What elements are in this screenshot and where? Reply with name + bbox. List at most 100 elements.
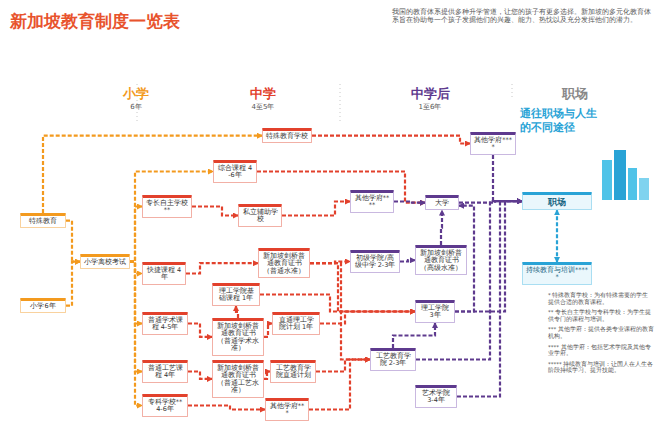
footnote: ***** 持续教育与培训：让国人在人生各阶段持续学习、提升技能。 — [548, 361, 654, 374]
box-text: 理工学院 3年 — [419, 305, 451, 320]
box-text: 其他学府*** — [269, 403, 305, 418]
footnote: **** 其他学府：包括艺术学院及其他专业学府。 — [548, 344, 654, 357]
building — [602, 160, 612, 200]
pathway-arrow — [394, 202, 425, 203]
school-box: 专长自主学校** — [142, 195, 192, 218]
box-text: 理工学院基础课程 1年 — [216, 288, 256, 303]
building — [639, 178, 649, 200]
school-box: 其他学府**** — [470, 132, 516, 155]
school-box: 工艺教育学院直通计划 — [270, 360, 316, 383]
pathway-arrow — [264, 324, 272, 337]
label-text: ** 专长自主学校与专科学校：为学生提供专门的课程与培训。 — [548, 309, 654, 322]
box-text: 工艺教育学院直通计划 — [274, 365, 312, 380]
school-box: 普通工艺课程 4年 — [142, 360, 188, 383]
label-text: 6年 — [106, 103, 166, 112]
box-text: 普通工艺课程 4年 — [146, 365, 184, 380]
box-text: 大学 — [429, 200, 455, 207]
school-box: 大学 — [425, 195, 459, 210]
pathway-arrow — [188, 372, 212, 379]
pathway-arrow — [320, 312, 415, 324]
pathway-arrow — [400, 260, 415, 261]
box-text: 持续教育与培训***** — [526, 267, 588, 282]
pathway-arrow — [130, 207, 142, 262]
footnote: *** 其他学府：提供各类专业课程的教育机构。 — [548, 326, 654, 339]
footnote: * 特殊教育学校：为有特殊需要的学生提供合适的教育课程。 — [548, 292, 654, 305]
school-box: 特殊教育 — [20, 213, 66, 228]
box-text: 普通学术课程 4-5年 — [146, 317, 184, 332]
pathway-arrow — [66, 221, 80, 262]
pathway-arrow — [441, 211, 442, 246]
label-text: *** 其他学府：提供各类专业课程的教育机构。 — [548, 326, 654, 339]
pathway-arrow — [186, 263, 258, 273]
stage-header: 6年 — [106, 103, 166, 112]
box-text: 专科学校** 4-6年 — [146, 399, 184, 414]
title-text: 新加坡教育制度一览表 — [10, 10, 180, 33]
school-box: 理工学院基础课程 1年 — [212, 283, 260, 306]
pathway-arrow — [416, 201, 522, 359]
box-text: 特殊教育学校 — [266, 133, 308, 140]
title: 新加坡教育制度一览表 — [10, 10, 180, 33]
pathway-arrow — [130, 262, 142, 406]
label-text: 职场 — [540, 86, 610, 102]
pathway-arrow — [130, 172, 213, 262]
intro-paragraph: 我国的教育体系提供多种升学管道，让您的孩子有更多选择。新加坡的多元化教育体系旨在… — [392, 8, 654, 24]
skyline-icon — [602, 150, 649, 200]
stage-header: 中学 — [228, 86, 298, 102]
label-text: 4至5年 — [228, 103, 298, 112]
pathway-arrow — [192, 207, 238, 216]
box-text: 其他学府**** — [474, 137, 512, 152]
pathway-arrow — [257, 172, 425, 203]
box-text: 直通理工学院计划 1年 — [276, 317, 316, 332]
school-box: 特殊教育学校 — [262, 128, 312, 143]
school-box: 小学离校考试 — [80, 254, 130, 269]
label-text: * 特殊教育学校：为有特殊需要的学生提供合适的教育课程。 — [548, 292, 654, 305]
label-text: 我国的教育体系提供多种升学管道，让您的孩子有更多选择。新加坡的多元化教育体系旨在… — [392, 8, 654, 24]
school-box: 艺术学院 3-4年 — [415, 385, 457, 408]
school-box: 新加坡剑桥普通教育证书（普通水准） — [258, 248, 310, 278]
school-box: 初级学院/高级中学 2-3年 — [350, 250, 400, 273]
box-text: 私立辅助学校 — [242, 209, 278, 224]
school-box: 其他学府*** — [265, 398, 309, 421]
school-box: 其他学府**** — [350, 190, 394, 213]
building — [614, 150, 626, 200]
school-box: 私立辅助学校 — [238, 204, 282, 227]
school-box: 小学6年 — [20, 298, 66, 313]
school-box: 新加坡剑桥普通教育证书（普通学术水准） — [212, 318, 264, 356]
stage-separators — [137, 84, 512, 122]
label-text: **** 其他学府：包括艺术学院及其他专业学府。 — [548, 344, 654, 357]
stage-header: 职场 — [540, 86, 610, 102]
building — [628, 168, 637, 200]
pathway-arrow — [188, 324, 212, 337]
label-text: 中学 — [228, 86, 298, 102]
box-text: 艺术学院 3-4年 — [419, 390, 453, 405]
stage-header: 小学 — [106, 86, 166, 102]
school-box: 综合课程 4-6年 — [213, 160, 257, 183]
box-text: 专长自主学校** — [146, 200, 188, 215]
pathway-arrow — [260, 295, 415, 312]
footnote: ** 专长自主学校与专科学校：为学生提供专门的课程与培训。 — [548, 309, 654, 322]
box-text: 特殊教育 — [24, 218, 62, 225]
box-text: 工艺教育学院 2-3年 — [374, 353, 412, 368]
box-text: 快捷课程 4年 — [146, 267, 182, 282]
pathway-arrow — [556, 210, 558, 262]
school-box: 专科学校** 4-6年 — [142, 394, 188, 417]
separator-line — [340, 84, 341, 122]
pathway-arrow — [393, 323, 435, 348]
separator-line — [512, 84, 513, 100]
school-box: 快捷课程 4年 — [142, 262, 186, 285]
box-text: 职场 — [526, 197, 588, 207]
school-box: 新加坡剑桥普通教育证书（高级水准） — [415, 245, 467, 275]
box-text: 小学离校考试 — [84, 259, 126, 266]
label-text: ***** 持续教育与培训：让国人在人生各阶段持续学习、提升技能。 — [548, 361, 654, 374]
school-box: 持续教育与培训***** — [522, 262, 592, 285]
stage-header: 中学后 — [390, 86, 470, 102]
pathway-arrow — [312, 136, 470, 144]
box-text: 新加坡剑桥普通教育证书（普通水准） — [262, 253, 306, 275]
pathway-arrow — [282, 202, 350, 216]
pathway-arrow — [188, 406, 265, 410]
label-text: 通往职场与人生的不同途径 — [520, 107, 598, 135]
pathway-arrow — [309, 360, 370, 410]
stage-header: 4至5年 — [228, 103, 298, 112]
